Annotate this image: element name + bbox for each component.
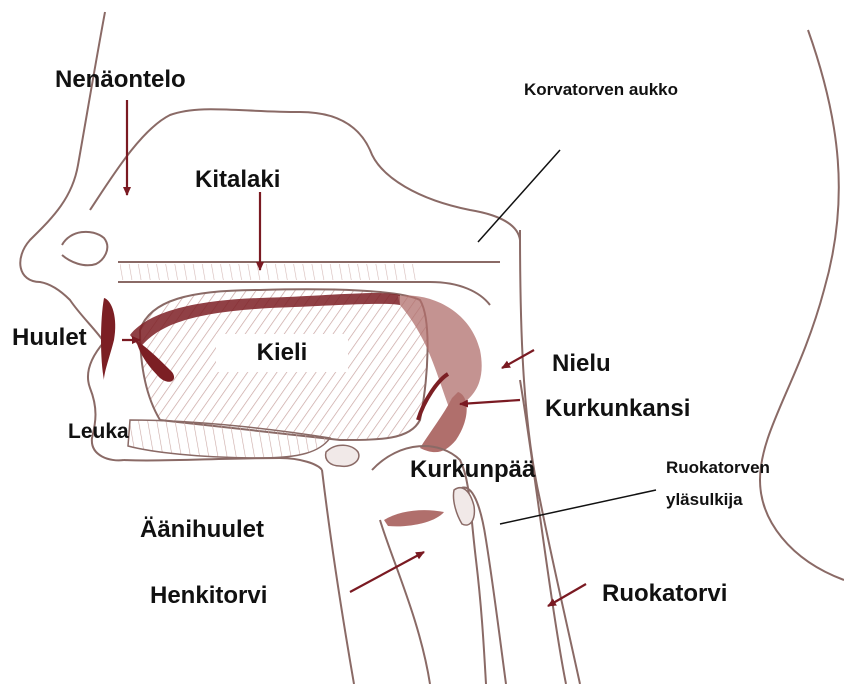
label-ruokatorvi: Ruokatorvi — [602, 580, 727, 608]
label-huulet: Huulet — [12, 324, 87, 352]
neck-front — [322, 470, 354, 684]
trachea — [380, 520, 430, 684]
label-kieli: Kieli — [257, 339, 308, 367]
label-aanihuulet: Äänihuulet — [140, 516, 264, 544]
arrow-henkitorvi — [350, 552, 424, 592]
label-korvatorven-aukko: Korvatorven aukko — [524, 80, 678, 100]
back-of-head — [760, 30, 844, 580]
label-kurkunkansi: Kurkunkansi — [545, 395, 690, 423]
label-nenaontelo: Nenäontelo — [55, 66, 186, 94]
label-kurkunpaa: Kurkunpää — [410, 456, 535, 484]
palate-bone — [120, 264, 420, 280]
line-korvatorven-aukko — [478, 150, 560, 242]
hyoid-bone — [326, 445, 359, 466]
upper-lip — [101, 298, 115, 380]
vocal-folds — [384, 510, 444, 526]
nose-tip — [62, 232, 107, 265]
line-ruokatorven-ylasulkija — [500, 490, 656, 524]
arrow-nielu — [502, 350, 534, 368]
label-kitalaki: Kitalaki — [195, 166, 280, 194]
label-kieli-box: Kieli — [216, 334, 348, 372]
label-ruokatorven-ylasulkija-2: yläsulkija — [666, 490, 743, 510]
label-ruokatorven-ylasulkija-1: Ruokatorven — [666, 458, 770, 478]
label-nielu: Nielu — [552, 350, 611, 378]
chin-jaw — [124, 458, 322, 470]
label-henkitorvi: Henkitorvi — [150, 582, 267, 610]
label-leuka: Leuka — [68, 420, 129, 444]
arrow-kurkunkansi — [460, 400, 520, 404]
arrow-ruokatorvi — [548, 584, 586, 606]
esophagus-back — [520, 380, 566, 684]
